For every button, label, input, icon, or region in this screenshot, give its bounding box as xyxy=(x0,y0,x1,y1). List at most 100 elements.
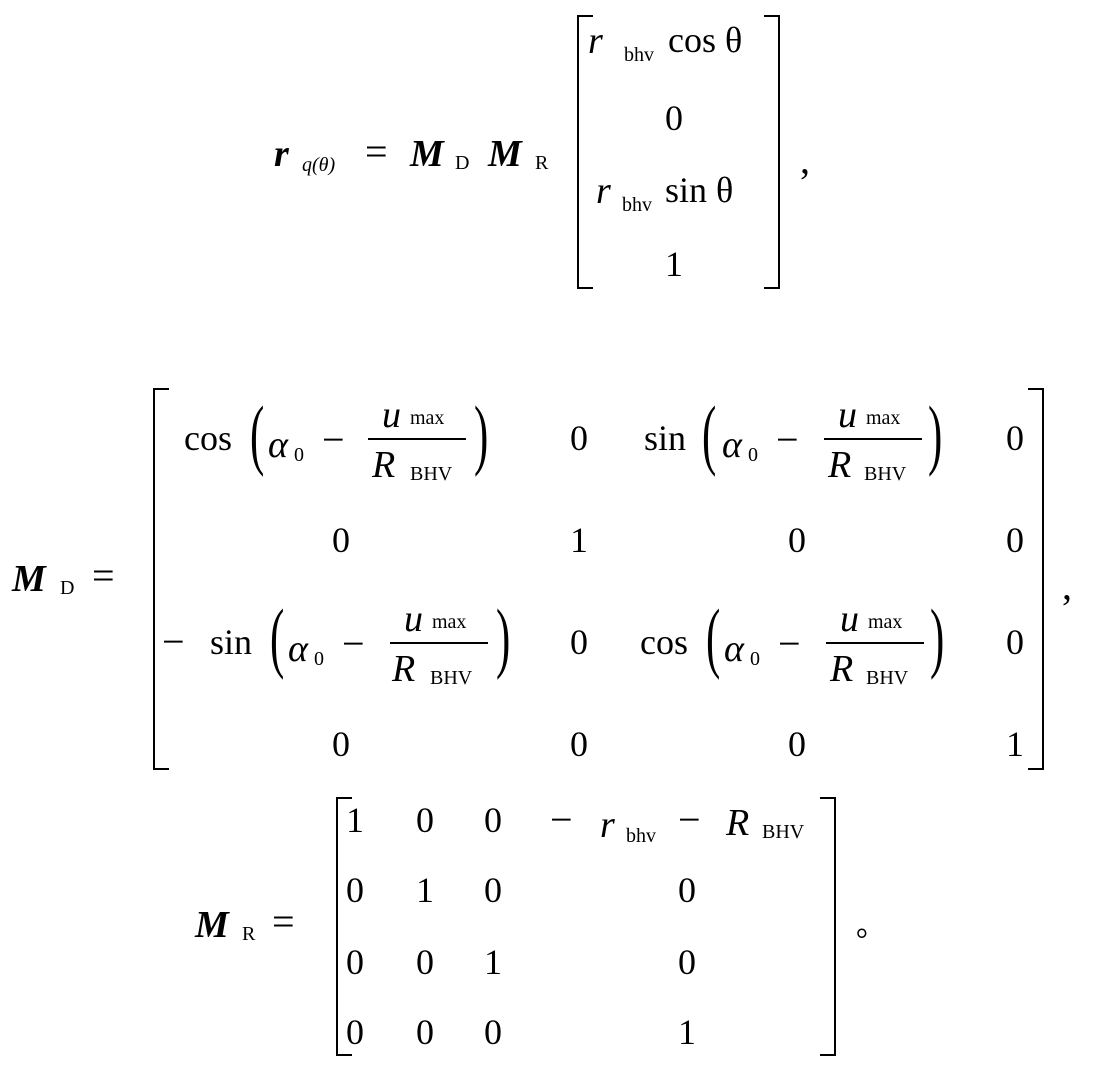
eq2-r3c1-u-sub: max xyxy=(432,611,467,633)
eq2-r4c1: 0 xyxy=(332,724,350,764)
eq3-r2c2: 1 xyxy=(416,870,434,910)
eq2-comma: , xyxy=(1062,563,1072,608)
eq2-r3c3-cos: cos xyxy=(640,622,688,662)
eq2-r1c3-frac-line xyxy=(824,438,922,440)
eq2-r1c1-frac-line xyxy=(368,438,466,440)
eq2-r3c1-alpha-sub: 0 xyxy=(314,648,324,670)
eq1-row3-sub: bhv xyxy=(622,194,652,216)
eq2-r3c1-frac-minus: − xyxy=(342,621,365,666)
eq1-equals: = xyxy=(365,129,388,174)
eq3-r3c2: 0 xyxy=(416,942,434,982)
eq2-r3c3-alpha: α xyxy=(724,628,744,670)
eq1-row3-fn: sin θ xyxy=(665,170,734,210)
eq1-row3-r: r xyxy=(596,170,611,212)
eq2-r3c1-sin: sin xyxy=(210,622,253,662)
eq3-r3c3: 1 xyxy=(484,942,502,982)
eq1-right-bracket xyxy=(764,15,780,289)
eq2-r3c3-alpha-sub: 0 xyxy=(750,648,760,670)
eq2-r2c4: 0 xyxy=(1006,520,1024,560)
eq3-r1c1: 1 xyxy=(346,800,364,840)
eq2-r1c3-u-sub: max xyxy=(866,407,901,429)
eq2-r3c3-frac-line xyxy=(826,642,924,644)
eq3-r2c1: 0 xyxy=(346,870,364,910)
eq2-lhs-sub: D xyxy=(60,577,75,599)
eq3-equals: = xyxy=(272,899,295,944)
eq1-left-bracket xyxy=(577,15,593,289)
eq3-lhs-M: M xyxy=(195,904,229,946)
eq3-r4c3: 0 xyxy=(484,1012,502,1052)
eq2-r3c3-rparen: ) xyxy=(930,593,945,680)
eq3-r1c4-minus2: − xyxy=(678,797,701,842)
eq1-row1-sub: bhv xyxy=(624,44,654,66)
eq1-M1: M xyxy=(410,133,444,175)
eq2-r1c3-R-sub: BHV xyxy=(864,463,907,485)
eq2-left-bracket xyxy=(153,388,169,770)
eq2-r1c3-R: R xyxy=(828,444,852,486)
eq2-r2c3: 0 xyxy=(788,520,806,560)
eq2-r1c1-u-sub: max xyxy=(410,407,445,429)
eq3-r3c1: 0 xyxy=(346,942,364,982)
eq2-r2c2: 1 xyxy=(570,520,588,560)
eq3-r4c2: 0 xyxy=(416,1012,434,1052)
eq1-M2-sub: R xyxy=(535,152,549,174)
eq3-left-bracket xyxy=(336,797,352,1056)
eq2-r1c1-R: R xyxy=(372,444,396,486)
eq2-r4c3: 0 xyxy=(788,724,806,764)
eq3-r1c4-R: R xyxy=(726,802,750,844)
eq2-r2c1: 0 xyxy=(332,520,350,560)
eq3-r4c4: 1 xyxy=(678,1012,696,1052)
eq3-r1c2: 0 xyxy=(416,800,434,840)
eq2-r3c1-R: R xyxy=(392,648,416,690)
eq3-lhs-sub: R xyxy=(242,923,256,945)
eq2-r1c3-alpha-sub: 0 xyxy=(748,444,758,466)
eq2-r3c1-lparen: ( xyxy=(270,593,285,680)
eq2-r1c3-minus: − xyxy=(776,417,799,462)
eq1-lhs-sub: q(θ) xyxy=(302,154,336,176)
eq3-r2c3: 0 xyxy=(484,870,502,910)
eq2-r1c4: 0 xyxy=(1006,418,1024,458)
eq1-lhs-r: r xyxy=(274,133,289,175)
eq2-r3c1-u: u xyxy=(404,598,423,640)
eq3-r1c4-minus1: − xyxy=(550,797,573,842)
eq2-r3c1-frac-line xyxy=(390,642,488,644)
eq1-row1-r: r xyxy=(588,20,603,62)
eq3-r3c4: 0 xyxy=(678,942,696,982)
eq2-r3c2: 0 xyxy=(570,622,588,662)
eq2-r1c3-lparen: ( xyxy=(702,390,717,477)
eq2-r1c1-R-sub: BHV xyxy=(410,463,453,485)
eq2-r3c1-R-sub: BHV xyxy=(430,667,473,689)
eq2-r3c1-alpha: α xyxy=(288,628,308,670)
eq2-r3c3-lparen: ( xyxy=(706,593,721,680)
eq2-r1c1-alpha: α xyxy=(268,424,288,466)
eq2-r3c1-rparen: ) xyxy=(496,593,511,680)
eq2-equals: = xyxy=(92,553,115,598)
eq2-r1c1-alpha-sub: 0 xyxy=(294,444,304,466)
eq3-right-bracket xyxy=(820,797,836,1056)
eq2-r4c4: 1 xyxy=(1006,724,1024,764)
eq3-r2c4: 0 xyxy=(678,870,696,910)
eq2-r3c3-u-sub: max xyxy=(868,611,903,633)
eq2-r3c4: 0 xyxy=(1006,622,1024,662)
eq2-lhs-M: M xyxy=(12,558,46,600)
eq3-r1c4-r: r xyxy=(600,804,615,846)
eq2-r1c3-alpha: α xyxy=(722,424,742,466)
eq2-r3c3-R: R xyxy=(830,648,854,690)
eq1-row2: 0 xyxy=(665,98,683,138)
eq3-r1c4-r-sub: bhv xyxy=(626,825,656,847)
eq2-r1c2: 0 xyxy=(570,418,588,458)
eq2-r3c1-minus: − xyxy=(162,619,185,664)
eq3-r1c4-R-sub: BHV xyxy=(762,821,805,843)
eq2-r1c3-rparen: ) xyxy=(928,390,943,477)
eq2-r1c1-minus: − xyxy=(322,417,345,462)
eq1-M2: M xyxy=(488,133,522,175)
eq2-r1c1-u: u xyxy=(382,394,401,436)
eq3-period: 。 xyxy=(856,910,886,943)
eq2-r1c1-cos: cos xyxy=(184,418,232,458)
eq2-r1c1-rparen: ) xyxy=(474,390,489,477)
eq2-r1c3-sin: sin xyxy=(644,418,687,458)
eq3-r4c1: 0 xyxy=(346,1012,364,1052)
eq1-row4: 1 xyxy=(665,244,683,284)
eq2-r3c3-frac-minus: − xyxy=(778,621,801,666)
eq2-right-bracket xyxy=(1028,388,1044,770)
eq2-r1c1-lparen: ( xyxy=(250,390,265,477)
